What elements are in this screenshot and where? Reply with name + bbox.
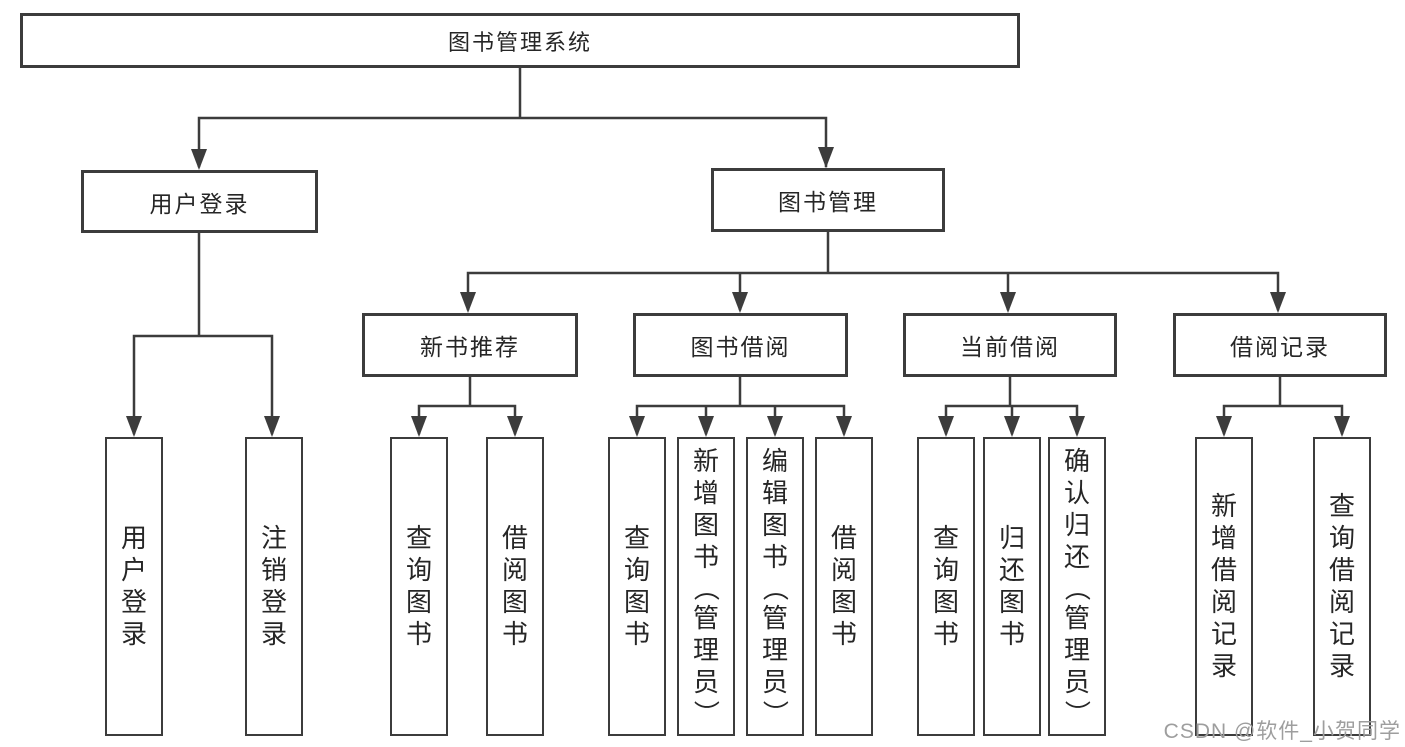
leaf-borrow-books: 借阅图书 xyxy=(815,437,873,736)
leaf-user-login: 用户登录 xyxy=(105,437,163,736)
leaf-confirm-return-admin: 确认归还（管理员） xyxy=(1048,437,1106,736)
connector-user-login-leaves xyxy=(132,231,274,435)
leaf-add-books-admin: 新增图书（管理员） xyxy=(677,437,735,736)
arrowhead-leaf xyxy=(1069,416,1085,437)
node-book-management: 图书管理 xyxy=(711,168,945,232)
leaf-label: 借阅图书 xyxy=(501,523,528,649)
leaf-query-books: 查询图书 xyxy=(390,437,448,736)
connector-book-mgmt-sections xyxy=(466,231,1280,311)
leaf-label: 归还图书 xyxy=(998,523,1025,649)
leaf-label: 编辑图书（管理员） xyxy=(759,446,790,727)
node-new-book-recommendation: 新书推荐 xyxy=(362,313,578,377)
connector-root-to-branches xyxy=(197,66,828,168)
arrowhead-leaf xyxy=(264,416,280,437)
arrowhead-leaf xyxy=(507,416,523,437)
csdn-watermark: CSDN @软件_小贺同学 xyxy=(1163,720,1401,743)
arrowhead-leaf xyxy=(698,416,714,437)
leaf-label: 查询借阅记录 xyxy=(1328,491,1355,681)
leaf-borrow-books: 借阅图书 xyxy=(486,437,544,736)
arrowhead-book-mgmt xyxy=(818,147,834,168)
arrowhead-leaf xyxy=(836,416,852,437)
connector-borrow-leaves xyxy=(635,375,846,435)
node-user-login: 用户登录 xyxy=(81,170,318,233)
node-root-library-system: 图书管理系统 xyxy=(20,13,1020,68)
connector-new-book-leaves xyxy=(417,375,517,435)
leaf-label: 新增借阅记录 xyxy=(1210,491,1237,681)
leaf-add-borrow-record: 新增借阅记录 xyxy=(1195,437,1253,736)
arrowhead-leaf xyxy=(629,416,645,437)
arrowhead-leaf xyxy=(938,416,954,437)
leaf-label: 用户登录 xyxy=(120,523,147,649)
arrowhead-section xyxy=(460,292,476,313)
leaf-label: 查询图书 xyxy=(405,523,432,649)
arrowhead-section xyxy=(1000,292,1016,313)
arrowhead-leaf xyxy=(126,416,142,437)
arrowhead-user-login xyxy=(191,149,207,170)
leaf-label: 确认归还（管理员） xyxy=(1061,446,1092,727)
connector-records-leaves xyxy=(1222,375,1344,435)
leaf-label: 借阅图书 xyxy=(830,523,857,649)
leaf-label: 查询图书 xyxy=(623,523,650,649)
arrowhead-leaf xyxy=(411,416,427,437)
leaf-edit-books-admin: 编辑图书（管理员） xyxy=(746,437,804,736)
node-book-borrowing: 图书借阅 xyxy=(633,313,848,377)
leaf-query-borrow-record: 查询借阅记录 xyxy=(1313,437,1371,736)
leaf-query-books: 查询图书 xyxy=(917,437,975,736)
arrowhead-section xyxy=(732,292,748,313)
node-current-borrowing: 当前借阅 xyxy=(903,313,1117,377)
arrowhead-leaf xyxy=(1216,416,1232,437)
arrowhead-section xyxy=(1270,292,1286,313)
arrowhead-leaf xyxy=(1334,416,1350,437)
leaf-label: 新增图书（管理员） xyxy=(690,446,721,727)
arrowhead-leaf xyxy=(767,416,783,437)
node-borrowing-records: 借阅记录 xyxy=(1173,313,1387,377)
leaf-label: 注销登录 xyxy=(260,523,287,649)
arrowhead-leaf xyxy=(1004,416,1020,437)
leaf-label: 查询图书 xyxy=(932,523,959,649)
leaf-query-books: 查询图书 xyxy=(608,437,666,736)
leaf-return-books: 归还图书 xyxy=(983,437,1041,736)
leaf-logout: 注销登录 xyxy=(245,437,303,736)
